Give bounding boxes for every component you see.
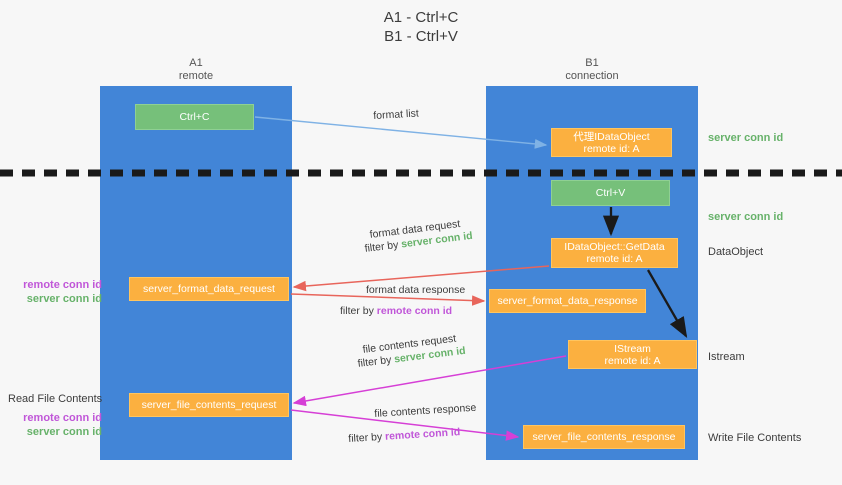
box-proxy-idataobject-line2: remote id: A xyxy=(583,142,640,155)
lane-b1-role: connection xyxy=(565,70,619,82)
side-label-server-conn-id-2: server conn id xyxy=(26,426,102,438)
box-server-file-contents-response[interactable]: server_file_contents_response xyxy=(523,425,685,449)
box-ctrl-c[interactable]: Ctrl+C xyxy=(135,104,254,130)
title-line-1: A1 - Ctrl+C xyxy=(383,9,459,26)
title-line-2: B1 - Ctrl+V xyxy=(384,28,458,45)
side-label-conn-ids-lower: remote conn id server conn id xyxy=(8,411,102,439)
box-server-format-data-request[interactable]: server_format_data_request xyxy=(129,277,289,301)
box-istream-line2: remote id: A xyxy=(604,354,661,367)
lane-header-b1: B1 connection xyxy=(486,57,698,83)
box-server-file-contents-request[interactable]: server_file_contents_request xyxy=(129,393,289,417)
page-title: A1 - Ctrl+C B1 - Ctrl+V xyxy=(0,8,842,46)
box-idataobject-getdata[interactable]: IDataObject::GetData remote id: A xyxy=(551,238,678,268)
label-format-data-response-filter: filter by remote conn id xyxy=(340,305,452,318)
box-ctrl-c-label: Ctrl+C xyxy=(179,111,210,123)
label-remote-conn-id: remote conn id xyxy=(376,305,453,317)
lane-a1-name: A1 xyxy=(189,57,203,69)
box-idataobject-getdata-line2: remote id: A xyxy=(586,253,643,265)
lane-a1-role: remote xyxy=(178,70,214,82)
box-server-file-contents-response-label: server_file_contents_response xyxy=(532,431,676,443)
label-file-contents-response: file contents response xyxy=(374,401,477,420)
label-remote-conn-id: remote conn id xyxy=(384,426,461,443)
side-label-read-file-contents: Read File Contents xyxy=(8,393,103,405)
box-ctrl-v[interactable]: Ctrl+V xyxy=(551,180,670,206)
box-server-format-data-request-label: server_format_data_request xyxy=(143,283,275,295)
label-filter-prefix: filter by xyxy=(348,430,386,445)
side-label-conn-ids-upper: remote conn id server conn id xyxy=(8,278,102,306)
box-istream-line1: IStream xyxy=(614,342,651,355)
box-ctrl-v-label: Ctrl+V xyxy=(595,187,626,199)
lane-header-a1: A1 remote xyxy=(100,57,292,83)
label-filter-prefix: filter by xyxy=(340,305,377,317)
box-istream[interactable]: IStream remote id: A xyxy=(568,340,697,369)
lane-b1-name: B1 xyxy=(585,57,599,69)
side-label-dataobject: DataObject xyxy=(708,246,764,258)
side-label-write-file-contents: Write File Contents xyxy=(708,432,802,444)
side-label-server-conn-id-1: server conn id xyxy=(26,293,102,305)
box-server-format-data-response[interactable]: server_format_data_response xyxy=(489,289,646,313)
box-proxy-idataobject[interactable]: 代理IDataObject remote id: A xyxy=(551,128,672,157)
box-proxy-idataobject-line1: 代理IDataObject xyxy=(573,130,650,143)
side-label-remote-conn-id-2: remote conn id xyxy=(23,412,102,424)
box-idataobject-getdata-line1: IDataObject::GetData xyxy=(564,241,665,253)
label-format-list: format list xyxy=(373,107,420,122)
box-server-file-contents-request-label: server_file_contents_request xyxy=(141,399,277,411)
label-file-contents-response-filter: filter by remote conn id xyxy=(348,426,461,446)
side-label-istream: Istream xyxy=(708,351,745,363)
side-label-server-conn-id-mid: server conn id xyxy=(708,211,784,223)
side-label-server-conn-id-top: server conn id xyxy=(708,132,784,144)
box-server-format-data-response-label: server_format_data_response xyxy=(497,295,638,307)
side-label-remote-conn-id-1: remote conn id xyxy=(23,279,102,291)
label-format-data-response: format data response xyxy=(366,284,466,296)
